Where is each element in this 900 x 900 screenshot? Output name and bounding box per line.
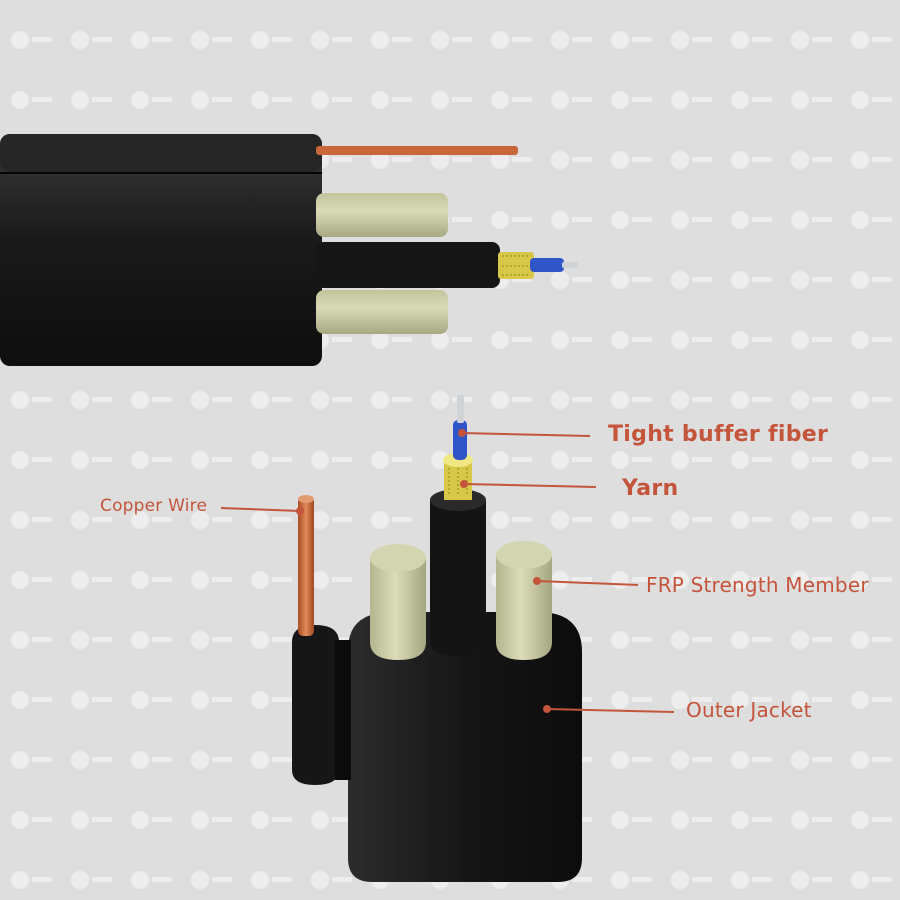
- leader-tight-buffer: [461, 432, 591, 437]
- horizontal-fiber-core: [562, 262, 578, 268]
- dot-copper-wire: [296, 507, 304, 515]
- leader-copper-wire: [220, 507, 301, 512]
- vertical-cable: [292, 395, 582, 882]
- dot-yarn: [460, 480, 468, 488]
- horizontal-frp-top: [316, 193, 448, 237]
- dot-frp: [533, 577, 541, 585]
- label-outer-jacket: Outer Jacket: [686, 698, 812, 722]
- vertical-outer-jacket: [348, 612, 582, 882]
- horizontal-copper-wire: [316, 146, 518, 155]
- leader-outer-jacket: [546, 708, 675, 713]
- horizontal-messenger-section: [0, 134, 322, 172]
- dot-outer-jacket: [543, 705, 551, 713]
- vertical-frp-right: [496, 555, 552, 660]
- vertical-frp-left: [370, 558, 426, 660]
- label-frp-strength-member: FRP Strength Member: [646, 573, 869, 597]
- vertical-tight-buffer: [453, 420, 467, 460]
- horizontal-frp-bottom: [316, 290, 448, 334]
- leader-yarn: [463, 483, 597, 488]
- horizontal-tight-buffer: [530, 258, 564, 272]
- horizontal-inner-sheath: [316, 242, 500, 288]
- vertical-inner-sheath: [430, 500, 486, 656]
- callout-lines: [220, 429, 675, 713]
- label-copper-wire: Copper Wire: [100, 496, 208, 516]
- leader-frp: [536, 580, 639, 586]
- vertical-messenger-section: [292, 625, 339, 785]
- vertical-copper-wire: [298, 496, 314, 636]
- horizontal-outer-jacket: [0, 134, 322, 366]
- label-yarn: Yarn: [622, 476, 679, 501]
- label-tight-buffer-fiber: Tight buffer fiber: [608, 422, 829, 447]
- dot-tight-buffer: [458, 429, 466, 437]
- vertical-fiber-core: [457, 395, 464, 423]
- horizontal-cable: [0, 134, 578, 366]
